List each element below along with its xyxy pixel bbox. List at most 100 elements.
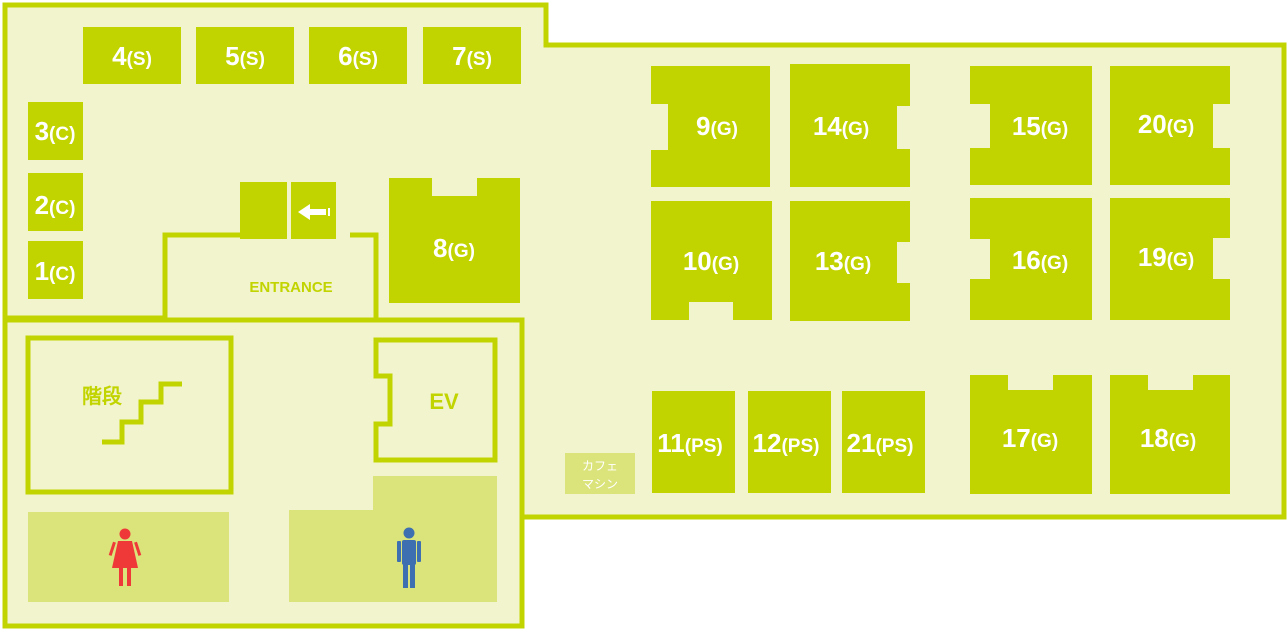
booth-7-shape[interactable]	[423, 27, 521, 84]
booth-4-shape[interactable]	[83, 27, 181, 84]
booth-number-7: 7	[452, 41, 466, 71]
stairs-room	[25, 335, 234, 495]
booth-number-3: 3	[35, 116, 49, 146]
booth-label-1: 1(C)	[35, 256, 76, 286]
booth-label-14: 14(G)	[813, 111, 869, 141]
booth-type-20: (G)	[1167, 117, 1194, 138]
booth-label-20: 20(G)	[1138, 109, 1194, 139]
booth-5-shape[interactable]	[196, 27, 294, 84]
booth-number-16: 16	[1012, 245, 1041, 275]
booth-17-shape[interactable]	[970, 375, 1092, 494]
stairs-icon	[102, 381, 182, 445]
booth-18-shape[interactable]	[1110, 375, 1230, 494]
booth-type-5: (S)	[240, 49, 265, 70]
booth-label-10: 10(G)	[683, 246, 739, 276]
booth-label-9: 9(G)	[696, 111, 738, 141]
booth-number-17: 17	[1002, 423, 1031, 453]
booth-type-15: (G)	[1041, 119, 1068, 140]
booth-11-shape[interactable]	[652, 391, 735, 493]
booths	[28, 27, 1230, 494]
booth-number-4: 4	[112, 41, 127, 71]
booth-labels: 1(C)2(C)3(C)4(S)5(S)6(S)7(S)8(G)9(G)10(G…	[35, 41, 1197, 458]
booth-8-shape[interactable]	[389, 178, 520, 303]
booth-label-5: 5(S)	[225, 41, 265, 71]
booth-20-shape[interactable]	[1110, 66, 1230, 185]
booth-12-shape[interactable]	[748, 391, 831, 493]
elevator-room	[373, 337, 498, 463]
booth-number-6: 6	[338, 41, 352, 71]
booth-number-13: 13	[815, 246, 844, 276]
booth-label-4: 4(S)	[112, 41, 152, 71]
elevator-label: EV	[429, 389, 459, 414]
entrance-label: ENTRANCE	[249, 279, 332, 296]
booth-number-12: 12	[753, 428, 782, 458]
women-restroom-icon	[108, 528, 142, 586]
booth-label-2: 2(C)	[35, 190, 76, 220]
booth-number-15: 15	[1012, 111, 1041, 141]
booth-type-13: (G)	[844, 254, 871, 275]
booth-number-10: 10	[683, 246, 712, 276]
booth-number-14: 14	[813, 111, 842, 141]
booth-label-19: 19(G)	[1138, 242, 1194, 272]
booth-9-shape[interactable]	[651, 66, 770, 187]
booth-type-6: (S)	[353, 49, 378, 70]
booth-type-10: (G)	[712, 254, 739, 275]
booth-2-shape[interactable]	[28, 173, 83, 231]
booth-type-9: (G)	[711, 119, 738, 140]
stairs-label: 階段	[82, 384, 122, 408]
booth-label-21: 21(PS)	[847, 428, 914, 458]
entrance-door	[240, 182, 336, 239]
booth-type-18: (G)	[1169, 431, 1196, 452]
booth-number-9: 9	[696, 111, 710, 141]
booth-19-shape[interactable]	[1110, 198, 1230, 320]
booth-label-11: 11(PS)	[657, 428, 723, 458]
booth-type-12: (PS)	[781, 436, 819, 457]
booth-type-17: (G)	[1031, 431, 1058, 452]
booth-label-13: 13(G)	[815, 246, 871, 276]
booth-type-8: (G)	[448, 241, 475, 262]
booth-label-7: 7(S)	[452, 41, 492, 71]
booth-type-14: (G)	[842, 119, 869, 140]
booth-label-12: 12(PS)	[753, 428, 820, 458]
booth-label-17: 17(G)	[1002, 423, 1058, 453]
booth-10-shape[interactable]	[651, 201, 772, 320]
booth-type-7: (S)	[467, 49, 492, 70]
booth-label-6: 6(S)	[338, 41, 378, 71]
booth-type-3: (C)	[49, 124, 75, 145]
booth-number-1: 1	[35, 256, 49, 286]
booth-21-shape[interactable]	[842, 391, 925, 493]
booth-type-2: (C)	[49, 198, 75, 219]
booth-14-shape[interactable]	[790, 64, 910, 187]
interior-walls	[5, 232, 525, 517]
cafe-machine-label-line2: マシン	[582, 477, 618, 491]
booth-type-11: (PS)	[685, 436, 723, 457]
booth-1-shape[interactable]	[28, 241, 83, 299]
booth-number-21: 21	[847, 428, 876, 458]
men-restroom	[289, 476, 497, 602]
booth-label-8: 8(G)	[433, 233, 475, 263]
cafe-machine-label-line1: カフェ	[582, 459, 618, 473]
booth-15-shape[interactable]	[970, 66, 1092, 185]
booth-label-15: 15(G)	[1012, 111, 1068, 141]
booth-13-shape[interactable]	[790, 201, 910, 321]
booth-type-21: (PS)	[875, 436, 913, 457]
booth-label-3: 3(C)	[35, 116, 76, 146]
booth-16-shape[interactable]	[970, 198, 1092, 320]
booth-number-11: 11	[657, 428, 685, 458]
booth-type-4: (S)	[127, 49, 152, 70]
booth-number-2: 2	[35, 190, 49, 220]
booth-number-8: 8	[433, 233, 447, 263]
booth-6-shape[interactable]	[309, 27, 407, 84]
booth-3-shape[interactable]	[28, 102, 83, 160]
booth-label-16: 16(G)	[1012, 245, 1068, 275]
booth-number-19: 19	[1138, 242, 1167, 272]
booth-number-18: 18	[1140, 423, 1169, 453]
booth-label-18: 18(G)	[1140, 423, 1196, 453]
booth-number-20: 20	[1138, 109, 1167, 139]
cafe-machine: カフェ マシン	[565, 453, 635, 494]
men-restroom-icon	[397, 527, 421, 588]
booth-type-16: (G)	[1041, 253, 1068, 274]
booth-type-19: (G)	[1167, 250, 1194, 271]
